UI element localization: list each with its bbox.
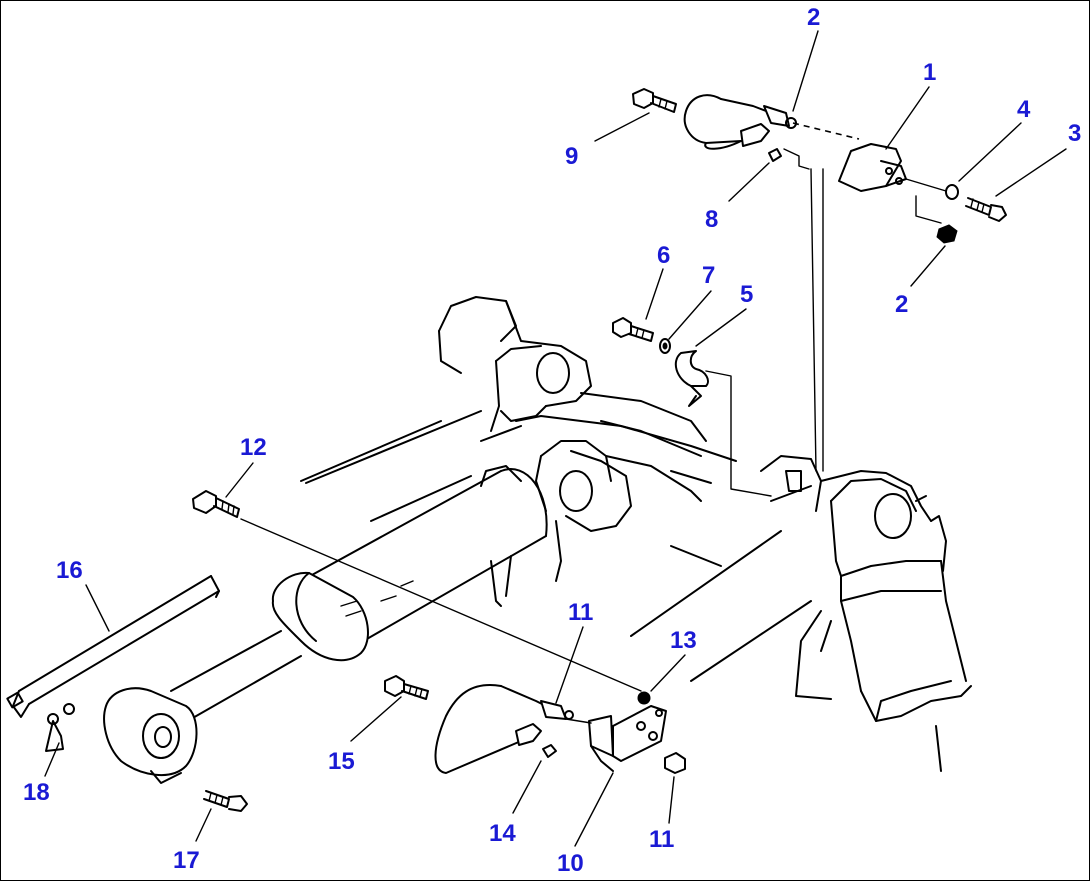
top-sensor-assembly bbox=[632, 88, 1007, 472]
callout-6: 6 bbox=[657, 242, 670, 269]
callout-11-bottom: 11 bbox=[649, 826, 674, 853]
callout-9: 9 bbox=[565, 143, 578, 170]
callout-14: 14 bbox=[489, 820, 516, 847]
callout-2-top: 2 bbox=[807, 4, 820, 31]
callout-11-top: 11 bbox=[568, 599, 593, 626]
bottom-sensor-assembly bbox=[240, 518, 686, 774]
part-16-bar bbox=[6, 575, 220, 718]
callout-5: 5 bbox=[740, 281, 753, 308]
callout-7: 7 bbox=[702, 262, 715, 289]
callout-1: 1 bbox=[923, 59, 936, 86]
part-12-bolt bbox=[192, 490, 240, 518]
callout-8: 8 bbox=[705, 206, 718, 233]
callout-10: 10 bbox=[557, 850, 584, 877]
callout-17: 17 bbox=[173, 847, 200, 874]
callout-16: 16 bbox=[56, 557, 83, 584]
parts-5-6-7 bbox=[612, 317, 772, 497]
frame-structure bbox=[300, 296, 972, 772]
callout-18: 18 bbox=[23, 779, 50, 806]
part-18-bracket bbox=[45, 703, 75, 752]
callout-2-right: 2 bbox=[895, 291, 908, 318]
leader-lines bbox=[44, 30, 1067, 847]
callout-13: 13 bbox=[670, 627, 697, 654]
part-17-bolt bbox=[203, 790, 248, 812]
cylinder-assembly bbox=[103, 465, 548, 784]
callout-4: 4 bbox=[1017, 96, 1031, 123]
callout-labels: 2 1 4 3 9 8 2 6 7 5 12 16 11 13 15 18 14… bbox=[23, 4, 1081, 877]
callout-3: 3 bbox=[1068, 120, 1081, 147]
callout-15: 15 bbox=[328, 748, 355, 775]
callout-12: 12 bbox=[240, 434, 267, 461]
